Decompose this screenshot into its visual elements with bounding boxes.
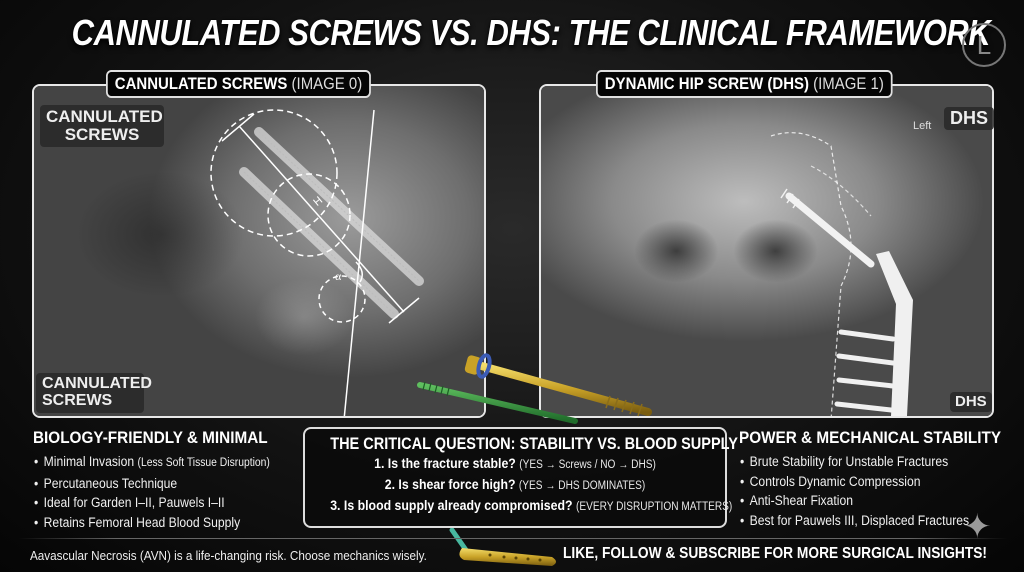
dhs-label-bottom: DHS: [950, 392, 992, 412]
panel-title-dhs: DYNAMIC HIP SCREW (DHS) (IMAGE 1): [596, 70, 893, 98]
list-item: Brute Stability for Unstable Fractures: [740, 452, 969, 472]
angle-alpha-label: α: [335, 269, 342, 283]
cannulated-benefits-list: Minimal Invasion (Less Soft Tissue Disru…: [34, 452, 270, 532]
list-item: Controls Dynamic Compression: [740, 472, 969, 492]
dhs-xray-panel: [539, 84, 994, 418]
circle-letter-logo-icon: L: [962, 23, 1006, 67]
question-item: 3. Is blood supply already compromised? …: [330, 497, 733, 513]
list-item: Percutaneous Technique: [34, 474, 270, 494]
dhs-implant-overlay: [770, 132, 913, 416]
list-item: Anti-Shear Fixation: [740, 491, 969, 511]
footer-divider: [18, 538, 1008, 539]
avn-warning-footer: Aavascular Necrosis (AVN) is a life-chan…: [30, 548, 427, 563]
dhs-label-top: DHS: [944, 107, 995, 130]
biology-friendly-heading: BIOLOGY-FRIENDLY & MINIMAL: [33, 428, 268, 447]
question-item: 1. Is the fracture stable? (YES → Screws…: [374, 455, 656, 471]
cannulated-screws-label-bottom: CANNULATED SCREWS: [36, 373, 152, 413]
dhs-benefits-list: Brute Stability for Unstable Fractures C…: [740, 452, 969, 530]
screw-diagram-overlay: α H: [210, 109, 424, 416]
critical-question-box: THE CRITICAL QUESTION: STABILITY VS. BLO…: [303, 427, 738, 528]
cannulated-screws-label-top: CANNULATED SCREWS: [40, 105, 164, 147]
subscribe-call-to-action: LIKE, FOLLOW & SUBSCRIBE FOR MORE SURGIC…: [563, 545, 988, 562]
panel-title-light: (IMAGE 0): [291, 74, 363, 93]
list-item: Ideal for Garden I–II, Pauwels I–II: [34, 493, 270, 513]
left-side-marker: Left: [913, 120, 932, 132]
panel-title-bold: CANNULATED SCREWS: [114, 74, 288, 93]
sparkle-icon: ✦: [963, 508, 992, 546]
list-item: Best for Pauwels III, Displaced Fracture…: [740, 511, 969, 531]
page-title: CANNULATED SCREWS VS. DHS: THE CLINICAL …: [71, 12, 991, 53]
panel-title-light: (IMAGE 1): [813, 74, 884, 93]
panel-title-bold: DYNAMIC HIP SCREW (DHS): [604, 74, 809, 93]
list-item: Minimal Invasion (Less Soft Tissue Disru…: [34, 452, 270, 474]
list-item: Retains Femoral Head Blood Supply: [34, 513, 270, 533]
mechanical-stability-heading: POWER & MECHANICAL STABILITY: [739, 428, 1002, 447]
question-item: 2. Is shear force high? (YES → DHS DOMIN…: [384, 476, 646, 492]
critical-question-heading: THE CRITICAL QUESTION: STABILITY VS. BLO…: [330, 435, 738, 453]
panel-title-cannulated-screws: CANNULATED SCREWS (IMAGE 0): [106, 70, 372, 98]
